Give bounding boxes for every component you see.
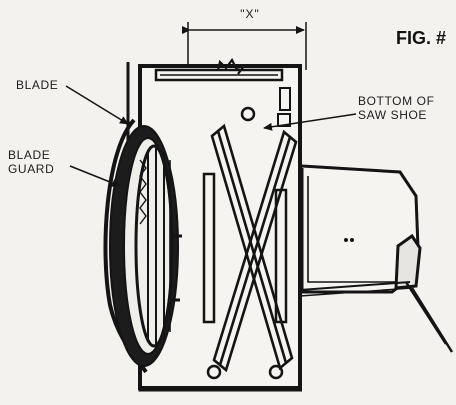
leader-blade-guard <box>69 165 121 187</box>
leader-saw-shoe <box>263 113 357 131</box>
dimension-label: "X" <box>240 7 260 21</box>
label-blade-guard-line1: BLADE <box>8 148 51 162</box>
blade-guard <box>103 118 179 374</box>
cross-brace <box>210 123 298 373</box>
motor-housing <box>299 164 454 353</box>
label-blade-guard-line2: GUARD <box>8 162 55 176</box>
blade <box>134 144 182 348</box>
leader-blade <box>65 85 129 125</box>
figure-title: FIG. # <box>396 28 447 48</box>
label-saw-shoe-line1: BOTTOM OF <box>358 94 435 108</box>
label-blade: BLADE <box>16 78 59 92</box>
label-saw-shoe-line2: SAW SHOE <box>358 108 428 122</box>
